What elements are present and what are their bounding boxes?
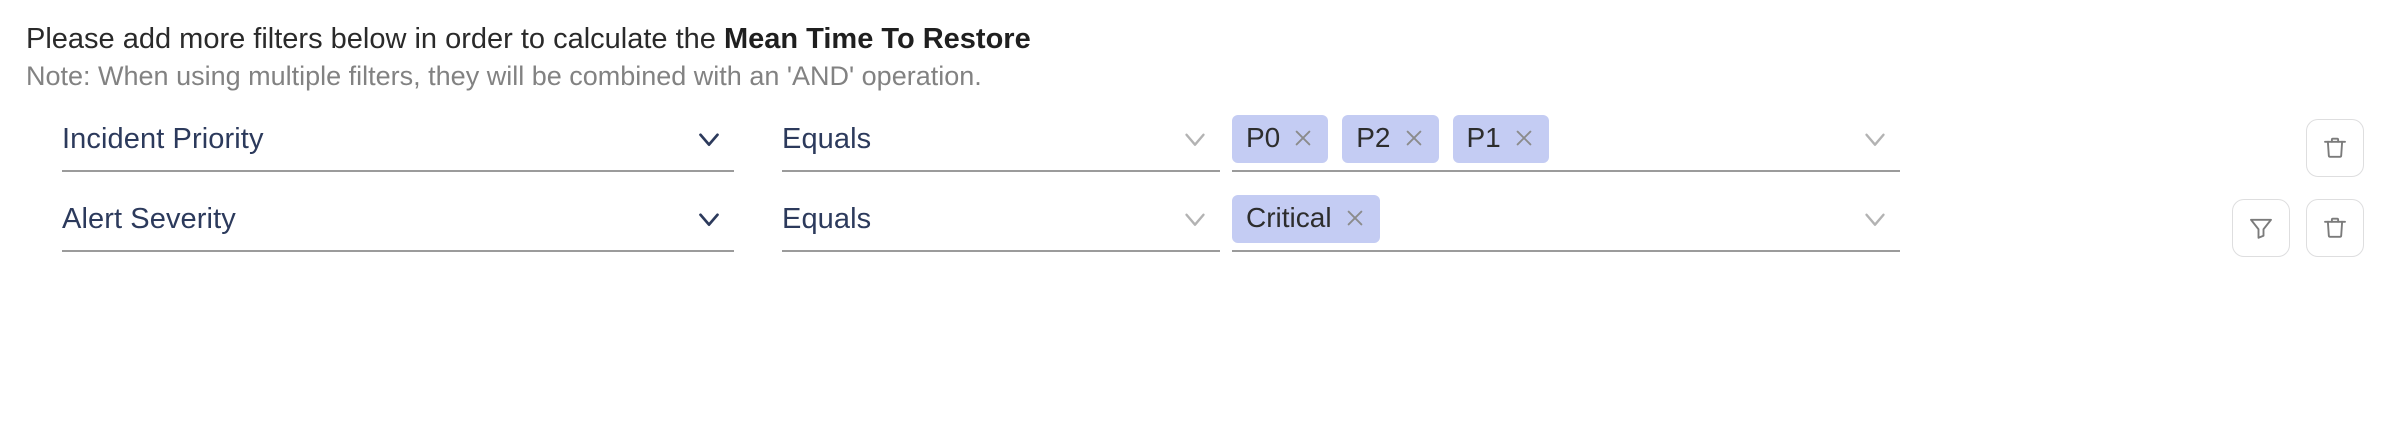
value-tag-label: Critical xyxy=(1246,202,1332,233)
trash-icon xyxy=(2320,133,2350,163)
instruction-text: Please add more filters below in order t… xyxy=(26,22,1031,56)
add-filter-button[interactable] xyxy=(2232,199,2290,257)
chevron-down-icon xyxy=(1858,122,1892,156)
operator-select-value: Equals xyxy=(782,202,872,235)
value-tag-label: P2 xyxy=(1356,122,1391,153)
value-tag[interactable]: P1 xyxy=(1452,115,1549,163)
operator-select-value: Equals xyxy=(782,122,872,155)
filter-row: Incident Priority Equals P0 xyxy=(0,108,2408,188)
value-tag[interactable]: P0 xyxy=(1232,115,1329,163)
delete-filter-button[interactable] xyxy=(2306,119,2364,177)
funnel-icon xyxy=(2246,213,2276,243)
filter-row: Alert Severity Equals Critical xyxy=(0,188,2408,268)
value-multiselect[interactable]: Critical xyxy=(1232,188,1900,252)
chevron-down-icon xyxy=(692,202,726,236)
chevron-down-icon xyxy=(692,122,726,156)
row-actions xyxy=(2232,199,2364,257)
value-tag-list: Critical xyxy=(1232,195,1900,243)
value-tag[interactable]: P2 xyxy=(1342,115,1439,163)
value-tag-list: P0 P2 P1 xyxy=(1232,115,1900,163)
row-actions xyxy=(2306,119,2364,177)
attribute-select-value: Alert Severity xyxy=(62,202,236,235)
delete-filter-button[interactable] xyxy=(2306,199,2364,257)
value-tag-label: P1 xyxy=(1466,122,1501,153)
note-text: Note: When using multiple filters, they … xyxy=(26,61,982,91)
value-tag[interactable]: Critical xyxy=(1232,195,1380,243)
chevron-down-icon xyxy=(1858,202,1892,236)
attribute-select[interactable]: Alert Severity xyxy=(62,188,734,252)
filter-rows: Incident Priority Equals P0 xyxy=(0,108,2408,268)
attribute-select-value: Incident Priority xyxy=(62,122,264,155)
instruction-metric-name: Mean Time To Restore xyxy=(723,23,1031,55)
value-multiselect[interactable]: P0 P2 P1 xyxy=(1232,108,1900,172)
operator-select[interactable]: Equals xyxy=(782,108,1220,172)
instruction-lead: Please add more filters below in order t… xyxy=(26,23,724,55)
attribute-select[interactable]: Incident Priority xyxy=(62,108,734,172)
close-icon[interactable] xyxy=(1292,127,1314,149)
value-tag-label: P0 xyxy=(1246,122,1281,153)
chevron-down-icon xyxy=(1178,202,1212,236)
trash-icon xyxy=(2320,213,2350,243)
chevron-down-icon xyxy=(1178,122,1212,156)
operator-select[interactable]: Equals xyxy=(782,188,1220,252)
close-icon[interactable] xyxy=(1513,127,1535,149)
close-icon[interactable] xyxy=(1344,207,1366,229)
close-icon[interactable] xyxy=(1403,127,1425,149)
